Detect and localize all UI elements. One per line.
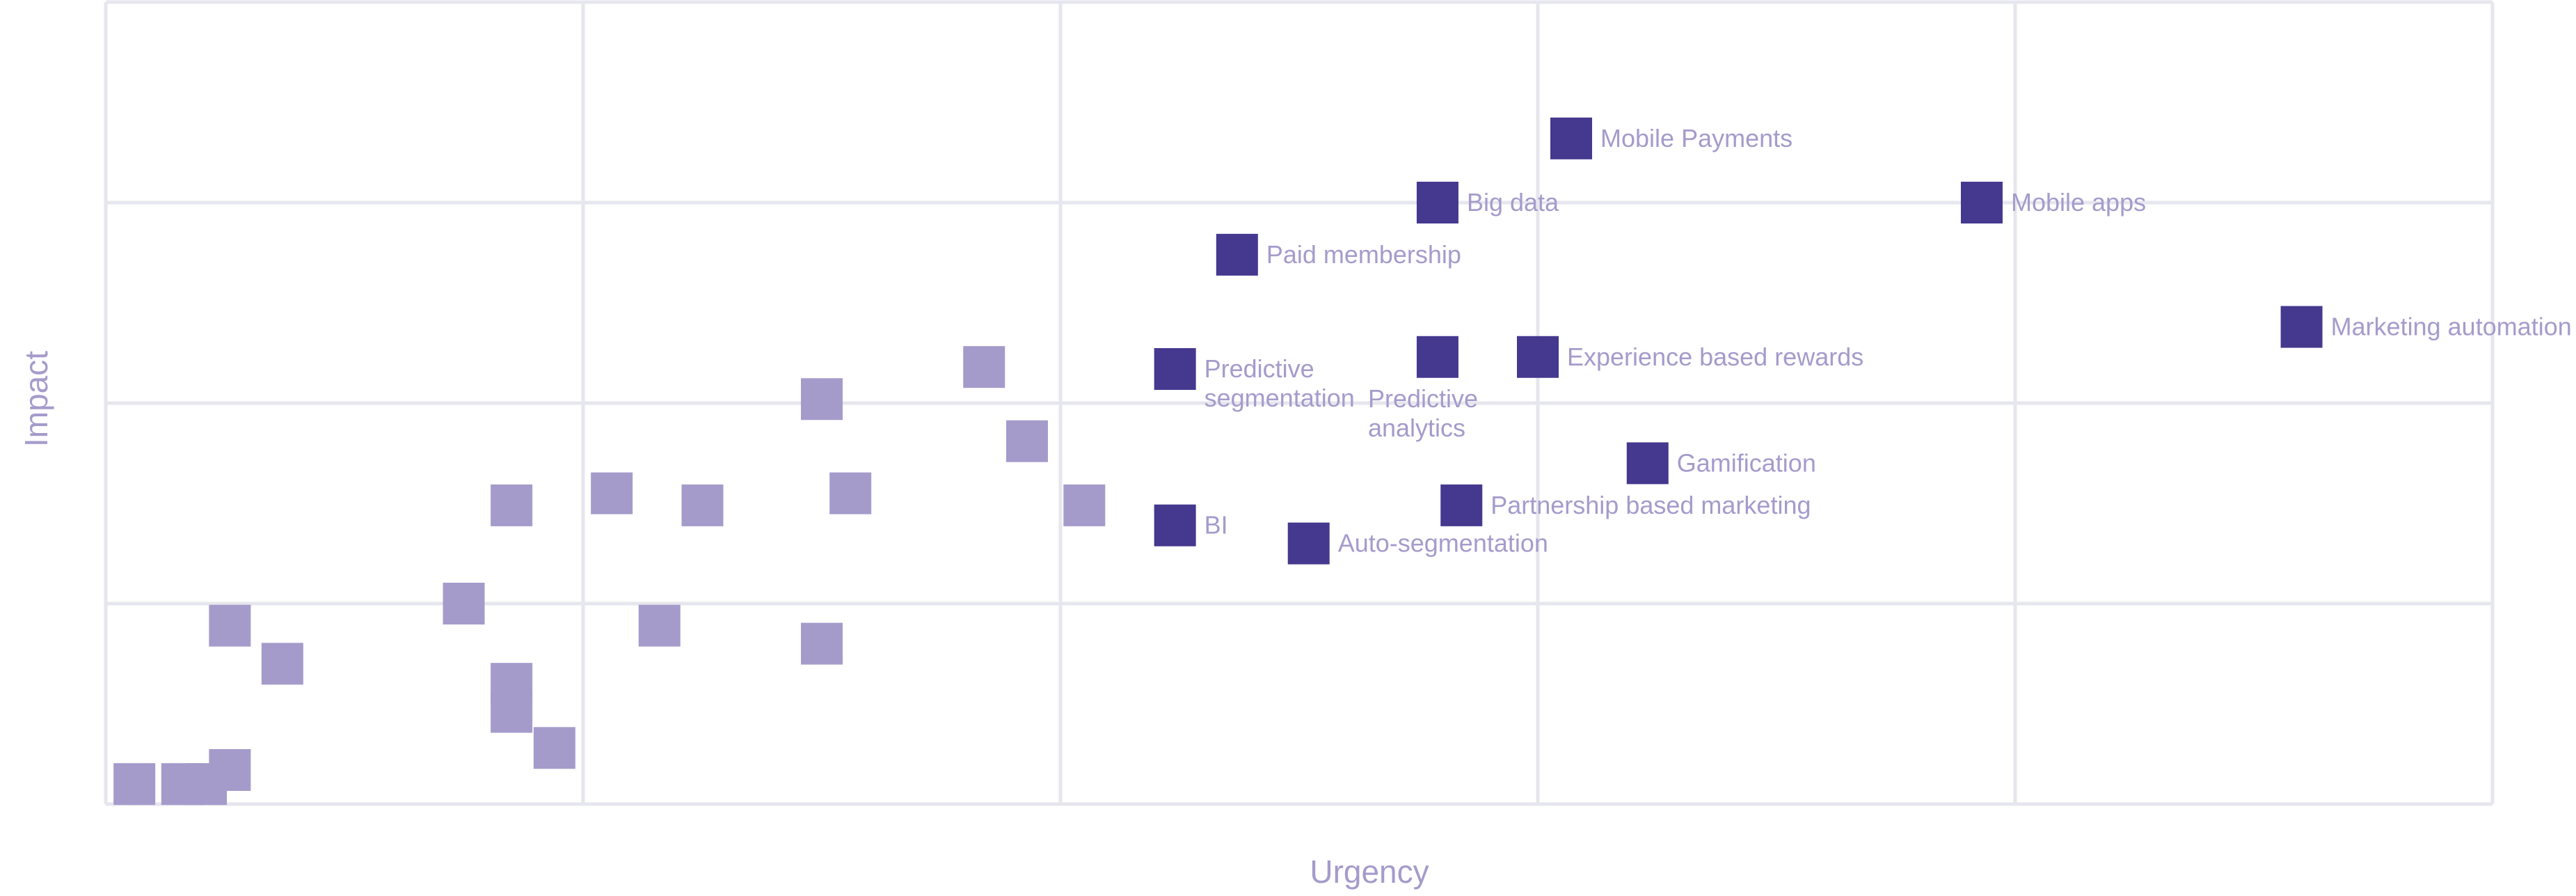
scatter-point-other (1063, 484, 1106, 526)
x-axis-title: Urgency (1310, 854, 1429, 890)
scatter-point-other (638, 604, 681, 647)
scatter-point-other (829, 472, 872, 514)
scatter-point-other (209, 604, 251, 647)
scatter-point-highlighted (1216, 233, 1258, 276)
scatter-point-other (261, 643, 303, 685)
point-label: Big data (1467, 188, 1559, 217)
scatter-point-other (801, 378, 843, 421)
scatter-point-highlighted (1416, 182, 1458, 223)
scatter-point-other (681, 484, 724, 526)
scatter-point-other (801, 622, 843, 665)
scatter-point-other (113, 763, 156, 805)
scatter-point-other (533, 727, 575, 769)
scatter-point-highlighted (1960, 182, 2003, 223)
scatter-point-other (591, 472, 633, 514)
point-label: Mobile Payments (1600, 124, 1792, 152)
scatter-point-highlighted (1550, 117, 1593, 159)
scatter-point-highlighted (1517, 336, 1559, 378)
scatter-point-highlighted (1154, 504, 1196, 547)
scatter-point-highlighted (1440, 484, 1483, 526)
scatter-point-other (443, 583, 485, 624)
grid (104, 0, 2495, 806)
scatter-point-highlighted (1626, 442, 1669, 485)
scatter-point-other (491, 484, 533, 526)
point-label: Paid membership (1266, 240, 1461, 269)
scatter-point-other (209, 749, 251, 792)
point-label: Marketing automation (2331, 313, 2572, 341)
scatter-point-highlighted (1416, 336, 1458, 378)
scatter-point-highlighted (2280, 306, 2323, 348)
scatter-point-highlighted (1287, 522, 1330, 565)
other-points (113, 346, 1106, 805)
point-label: BI (1204, 511, 1228, 540)
point-label: Mobile apps (2011, 188, 2146, 217)
point-label: Experience based rewards (1567, 343, 1863, 371)
point-label: Gamification (1677, 448, 1816, 477)
scatter-point-other (963, 346, 1005, 388)
highlighted-points (1154, 117, 2323, 565)
y-axis-title: Impact (18, 351, 54, 447)
scatter-point-other (491, 691, 533, 733)
scatter-point-highlighted (1154, 348, 1196, 391)
point-label: Partnership based marketing (1490, 491, 1811, 519)
scatter-point-other (1005, 420, 1048, 462)
point-label: Auto-segmentation (1338, 529, 1548, 558)
